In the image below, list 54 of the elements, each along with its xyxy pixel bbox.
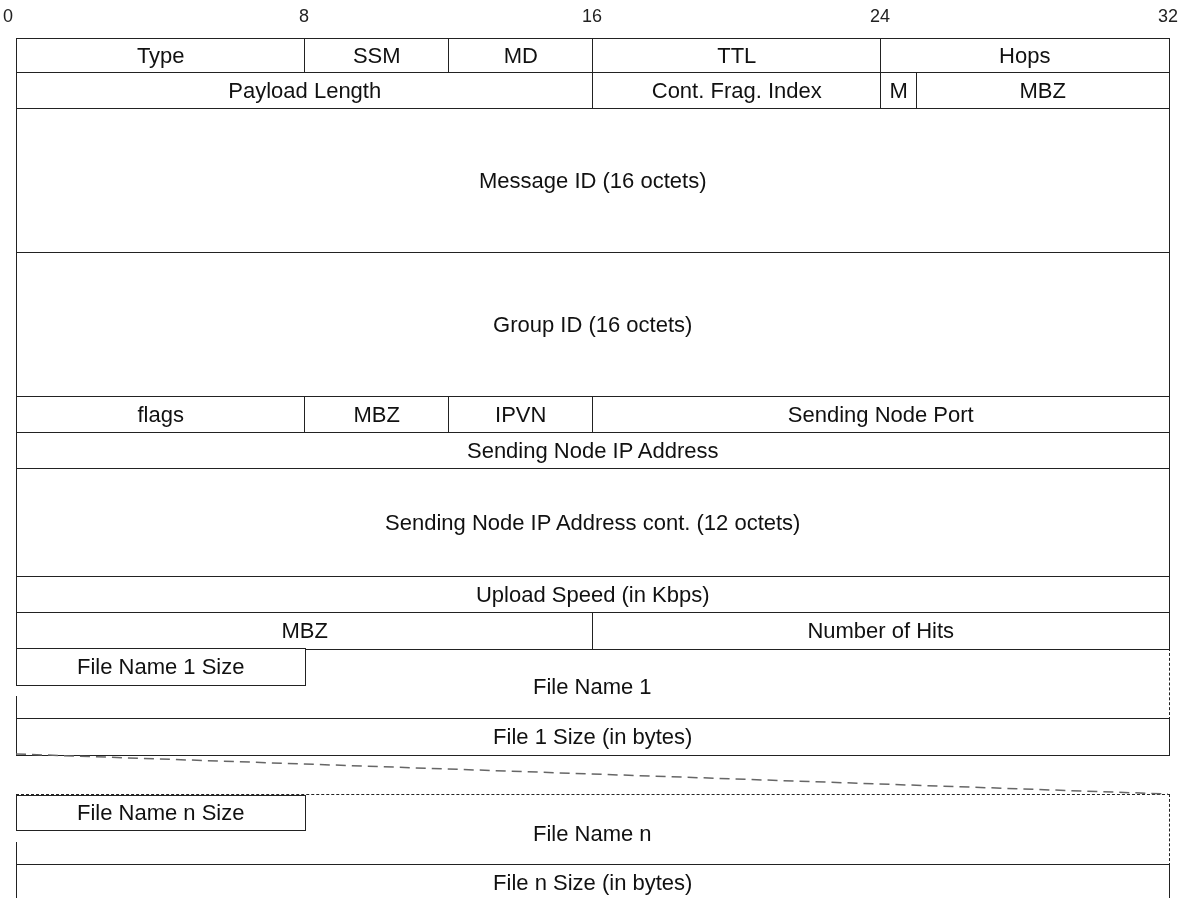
- field-label: TTL: [717, 44, 757, 67]
- bit-number: 8: [299, 6, 309, 27]
- field-cell: [592, 72, 882, 110]
- field-cell: [16, 72, 594, 110]
- field-cell: [16, 612, 594, 650]
- field-cell: [16, 396, 306, 434]
- field-cell: [592, 612, 1170, 650]
- field-cell: [16, 576, 1170, 614]
- field-label: Group ID (16 octets): [493, 313, 693, 336]
- field-label: IPVN: [495, 403, 547, 426]
- field-label: M: [889, 79, 908, 102]
- field-label: File n Size (in bytes): [493, 871, 693, 894]
- field-label: Type: [136, 44, 185, 67]
- field-cell: [16, 718, 1170, 756]
- field-cell: [16, 648, 306, 686]
- field-label: File Name 1 Size: [77, 655, 245, 678]
- field-label: Number of Hits: [807, 619, 955, 642]
- field-label: Sending Node Port: [787, 403, 974, 426]
- field-label: Payload Length: [228, 79, 382, 102]
- field-label: SSM: [352, 44, 401, 67]
- field-label: flags: [137, 403, 184, 426]
- field-cell: [16, 864, 1170, 898]
- field-cell: [592, 38, 882, 74]
- field-label: File Name 1: [532, 676, 652, 698]
- bit-number: 0: [3, 6, 13, 27]
- field-label: Message ID (16 octets): [479, 169, 707, 192]
- field-label: Sending Node IP Address cont. (12 octets): [385, 511, 801, 534]
- field-cell: [448, 38, 594, 74]
- field-label: Hops: [999, 44, 1051, 67]
- field-cell: [916, 72, 1170, 110]
- field-label: Cont. Frag. Index: [651, 79, 822, 102]
- field-label: File 1 Size (in bytes): [493, 725, 693, 748]
- field-cell: [16, 108, 1170, 254]
- field-cell: [16, 468, 1170, 578]
- field-cell: [16, 432, 1170, 470]
- field-cell: [16, 795, 306, 831]
- field-label: MBZ: [353, 403, 400, 426]
- field-label: Sending Node IP Address: [466, 439, 719, 462]
- field-label: Upload Speed (in Kbps): [475, 583, 710, 606]
- field-label: MBZ: [281, 619, 328, 642]
- field-label: File Name n: [532, 823, 652, 845]
- bit-number: 16: [582, 6, 602, 27]
- bit-number: 24: [870, 6, 890, 27]
- field-cell: [16, 252, 1170, 398]
- bit-number: 32: [1158, 6, 1178, 27]
- field-label: File Name n Size: [77, 801, 245, 824]
- field-cell: [592, 396, 1170, 434]
- field-cell: [448, 396, 594, 434]
- field-cell: [16, 38, 306, 74]
- field-label: MD: [503, 44, 538, 67]
- field-cell: [880, 38, 1170, 74]
- field-label: MBZ: [1019, 79, 1066, 102]
- field-cell: [304, 396, 450, 434]
- field-cell: [304, 38, 450, 74]
